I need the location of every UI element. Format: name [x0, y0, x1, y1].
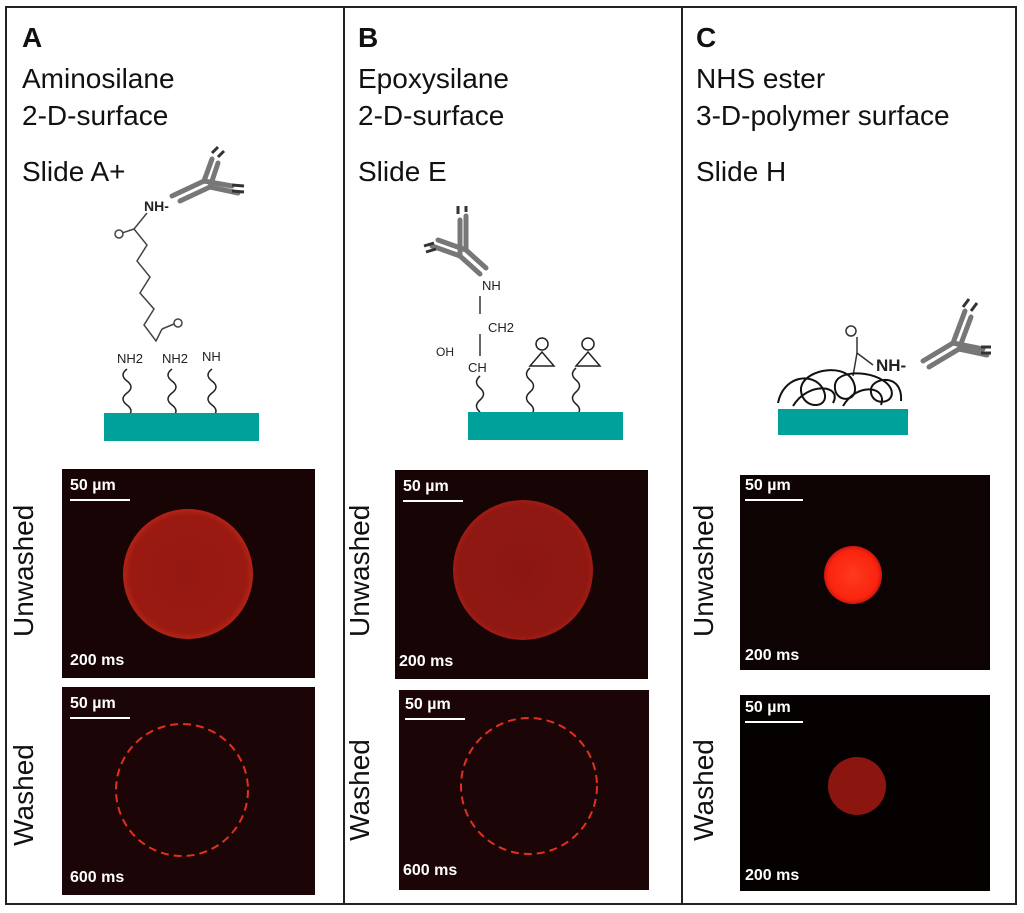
glass-substrate	[104, 413, 259, 441]
scale-bar-label: 50 µm	[403, 478, 449, 495]
spot	[828, 757, 886, 815]
nh-label: NH	[482, 278, 501, 293]
scale-bar	[403, 500, 463, 502]
polymer-coil	[777, 369, 903, 407]
surface-type: 3-D-polymer surface	[696, 100, 950, 131]
bright-spot	[824, 546, 882, 604]
washed-micrograph: 50 µm 600 ms	[399, 690, 649, 890]
scale-bar	[745, 721, 803, 723]
antibody-icon	[169, 156, 241, 204]
spot	[453, 500, 593, 640]
amide-label: NH	[202, 349, 221, 364]
exposure-label: 200 ms	[745, 647, 800, 664]
surface-type: 2-D-surface	[358, 100, 505, 131]
row-label-washed: Washed	[8, 744, 39, 846]
glass-substrate	[778, 409, 908, 435]
exposure-label: 200 ms	[745, 867, 800, 884]
epoxysilane-schematic: NH CH2 OH CH	[423, 206, 623, 440]
panel-b: B Epoxysilane 2-D-surface Slide E NH CH2…	[344, 6, 681, 905]
scale-bar-label: 50 µm	[405, 696, 451, 713]
antibody-icon	[429, 213, 489, 277]
ch2-label: CH2	[488, 320, 514, 335]
glass-substrate	[468, 412, 623, 440]
row-label-unwashed: Unwashed	[344, 504, 375, 637]
dashed-spot-outline	[460, 717, 598, 855]
silane-linker	[475, 367, 581, 417]
unwashed-micrograph: 50 µm 200 ms	[395, 470, 648, 679]
dashed-spot-outline	[115, 723, 249, 857]
slide-name: Slide E	[358, 156, 447, 187]
scale-bar-label: 50 µm	[70, 477, 116, 494]
exposure-label: 200 ms	[70, 652, 125, 669]
nh-linkage-label: NH-	[876, 356, 906, 375]
scale-bar	[405, 718, 465, 720]
panel-letter: B	[358, 22, 379, 53]
washed-micrograph: 50 µm 600 ms	[62, 687, 315, 895]
panel-divider	[681, 6, 683, 905]
row-label-washed: Washed	[344, 739, 375, 841]
panel-a: A Aminosilane 2-D-surface Slide A+ NH- N…	[7, 6, 343, 905]
ch-label: CH	[468, 360, 487, 375]
surface-chemistry: NHS ester	[696, 63, 826, 94]
amine-label: NH2	[162, 351, 188, 366]
surface-chemistry: Epoxysilane	[358, 63, 509, 94]
spot	[123, 509, 253, 639]
panel-letter: C	[696, 22, 717, 53]
row-label-unwashed: Unwashed	[8, 504, 39, 637]
exposure-label: 600 ms	[70, 869, 125, 886]
panel-divider	[343, 6, 345, 905]
antibody-icon	[920, 308, 990, 370]
slide-name: Slide H	[696, 156, 787, 187]
figure-frame	[5, 6, 1017, 905]
nhs-ester-schematic: NH-	[777, 298, 991, 435]
exposure-label: 600 ms	[403, 862, 458, 879]
epoxide-ring	[528, 337, 602, 367]
scale-bar	[70, 499, 130, 501]
scale-bar	[745, 499, 803, 501]
scale-bar-label: 50 µm	[745, 477, 791, 494]
panel-c: C NHS ester 3-D-polymer surface Slide H …	[683, 6, 1015, 905]
row-label-washed: Washed	[688, 739, 719, 841]
scale-bar-label: 50 µm	[745, 699, 791, 716]
unwashed-micrograph: 50 µm 200 ms	[62, 469, 315, 678]
amine-label: NH2	[117, 351, 143, 366]
surface-chemistry: Aminosilane	[22, 63, 175, 94]
slide-name: Slide A+	[22, 156, 126, 187]
oh-label: OH	[436, 345, 454, 359]
surface-type: 2-D-surface	[22, 100, 169, 131]
unwashed-micrograph: 50 µm 200 ms	[740, 475, 990, 670]
row-label-unwashed: Unwashed	[688, 504, 719, 637]
scale-bar-label: 50 µm	[70, 695, 116, 712]
scale-bar	[70, 717, 130, 719]
antibody-link-label: NH-	[144, 198, 169, 214]
panel-letter: A	[22, 22, 43, 53]
washed-micrograph: 50 µm 200 ms	[740, 695, 990, 891]
exposure-label: 200 ms	[399, 653, 454, 670]
aminosilane-schematic: NH- NH NH2 NH2	[104, 145, 259, 441]
